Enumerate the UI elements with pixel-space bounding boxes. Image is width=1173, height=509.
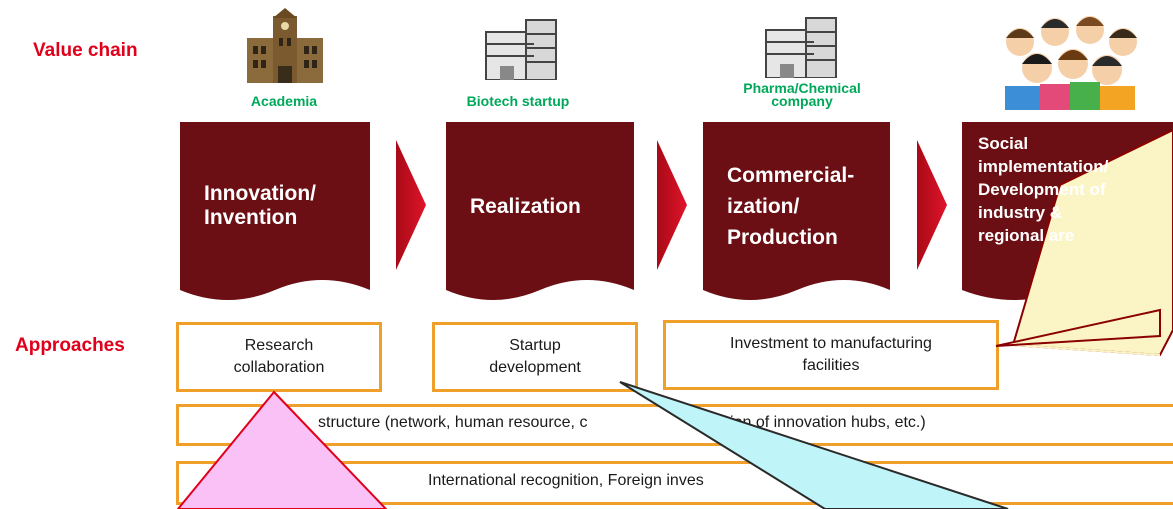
actor-pharma-line1: Pharma/Chemical xyxy=(743,80,861,96)
stage-shape-2 xyxy=(446,122,634,300)
arrow-2 xyxy=(657,140,687,270)
stage-3-text: Commercial-ization/Production xyxy=(727,164,855,249)
arrow-1 xyxy=(396,140,426,270)
infrastructure-text-b: rdination of innovation hubs, etc.) xyxy=(690,414,926,431)
value-chain-label: Value chain xyxy=(33,40,138,61)
actor-biotech-startup: Biotech startup xyxy=(466,93,570,109)
office-building-icon xyxy=(765,17,837,78)
infrastructure-text-a: structure (network, human resource, c xyxy=(318,414,588,431)
international-text: International recognition, Foreign inves xyxy=(428,472,704,489)
stage-shape-3 xyxy=(703,122,890,300)
stage-shape-1 xyxy=(180,122,370,300)
university-building-icon xyxy=(247,8,323,83)
arrow-3 xyxy=(917,140,947,270)
crowd-people-icon xyxy=(1005,16,1137,110)
stage-2-text: Realization xyxy=(470,195,581,218)
stage-1-text: Innovation/Invention xyxy=(204,182,316,229)
office-building-icon xyxy=(485,19,557,80)
approaches-label: Approaches xyxy=(15,335,125,356)
actor-pharma-line2: company xyxy=(771,93,833,109)
actor-academia: Academia xyxy=(250,93,318,109)
